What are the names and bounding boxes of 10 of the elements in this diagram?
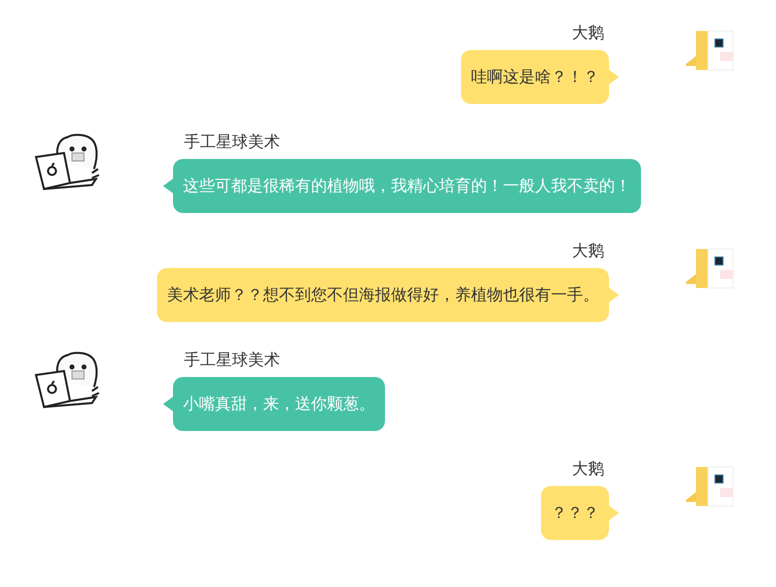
sender-name: 大鹅 bbox=[572, 459, 604, 479]
message-text: ？？？ bbox=[551, 503, 599, 522]
message-text: 小嘴真甜，来，送你颗葱。 bbox=[183, 394, 375, 413]
sender-name: 手工星球美术 bbox=[184, 350, 280, 370]
message-text: 哇啊这是啥？！？ bbox=[471, 67, 599, 86]
sender-name: 大鹅 bbox=[572, 241, 604, 261]
sender-name: 大鹅 bbox=[572, 23, 604, 43]
message-text: 美术老师？？想不到您不但海报做得好，养植物也很有一手。 bbox=[167, 285, 599, 304]
message-text: 这些可都是很稀有的植物哦，我精心培育的！一般人我不卖的！ bbox=[183, 176, 631, 195]
sender-name: 手工星球美术 bbox=[184, 132, 280, 152]
